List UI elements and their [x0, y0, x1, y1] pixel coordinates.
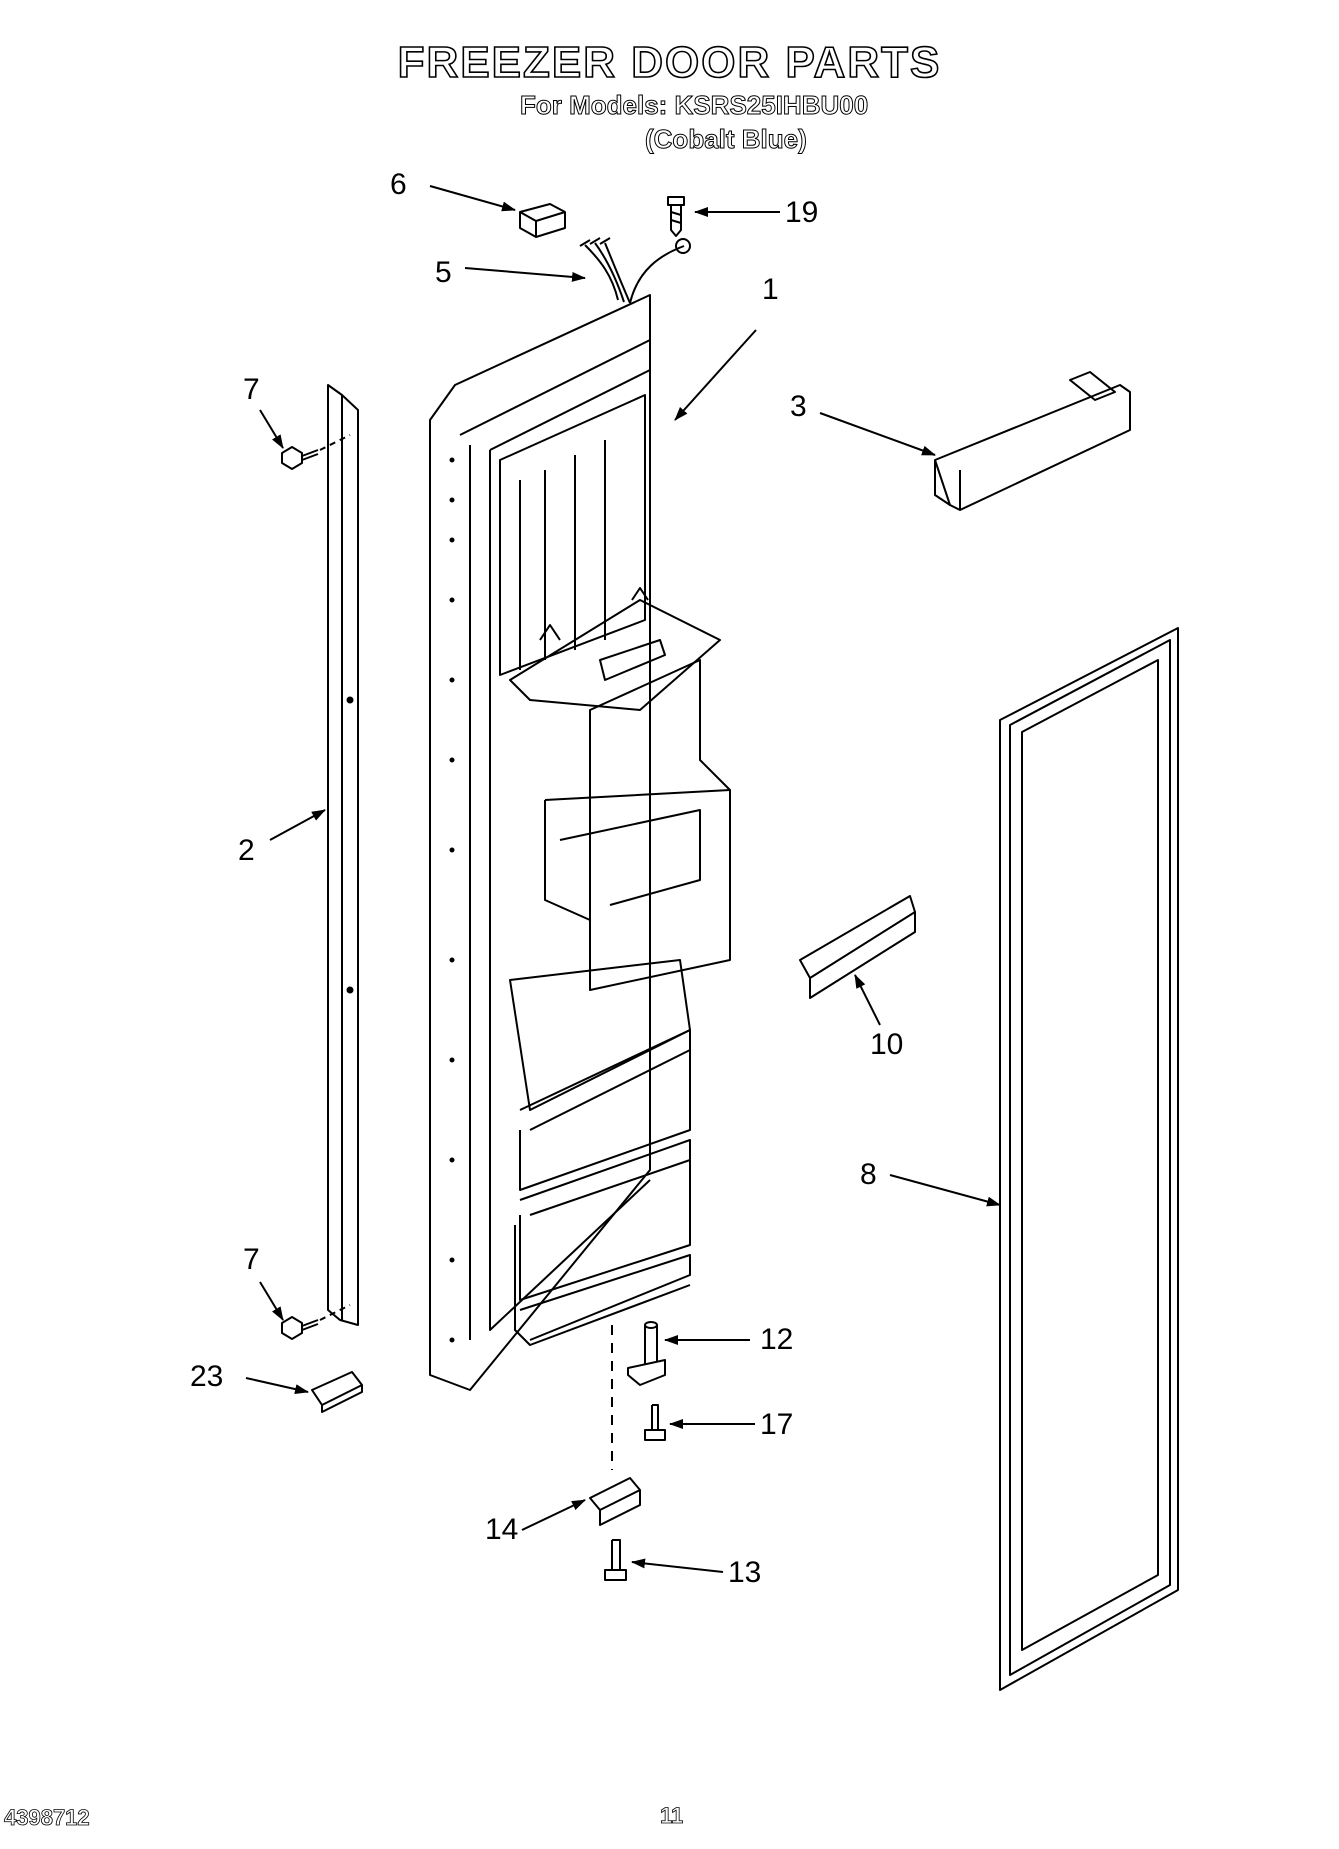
part-6-connector [519, 203, 566, 238]
part-12-hinge-pin [627, 1321, 666, 1386]
part-10-strip [799, 895, 916, 999]
callout-10: 10 [870, 1028, 904, 1061]
callout-7-bottom: 7 [243, 1243, 260, 1276]
part-7-screw-top [281, 446, 319, 470]
part-1-door-panel [429, 294, 731, 1391]
callout-8: 8 [860, 1158, 877, 1191]
callout-17: 17 [760, 1408, 794, 1441]
document-number: 4398712 [4, 1805, 90, 1831]
part-3-handle [934, 371, 1131, 511]
part-8-gasket [999, 627, 1179, 1691]
part-7-screw-top-guide [319, 434, 351, 451]
part-13-screw [604, 1539, 627, 1581]
callout-2: 2 [238, 834, 255, 867]
callout-3: 3 [790, 390, 807, 423]
part-2-trim-strip [327, 384, 359, 1326]
part-14-hinge-bracket [589, 1477, 641, 1526]
callout-19: 19 [785, 196, 819, 229]
callout-6: 6 [390, 168, 407, 201]
callout-13: 13 [728, 1556, 762, 1589]
callout-7-top: 7 [243, 373, 260, 406]
part-19-screw [667, 196, 685, 237]
part-7-screw-bottom [281, 1316, 319, 1340]
model-variant: (Cobalt Blue) [645, 124, 808, 155]
model-number: For Models: KSRS25IHBU00 [519, 90, 869, 121]
part-23-block [311, 1371, 363, 1413]
part-7-screw-bottom-guide [319, 1304, 351, 1321]
leader-lines [245, 185, 1001, 1573]
page-number: 11 [660, 1803, 684, 1829]
callout-14: 14 [485, 1513, 519, 1546]
part-5-wire-harness [579, 237, 691, 304]
callout-23: 23 [190, 1360, 224, 1393]
callout-12: 12 [760, 1323, 794, 1356]
page-title: FREEZER DOOR PARTS [397, 37, 942, 88]
callout-1: 1 [762, 273, 779, 306]
part-17-screw [644, 1404, 666, 1441]
callout-5: 5 [435, 256, 452, 289]
